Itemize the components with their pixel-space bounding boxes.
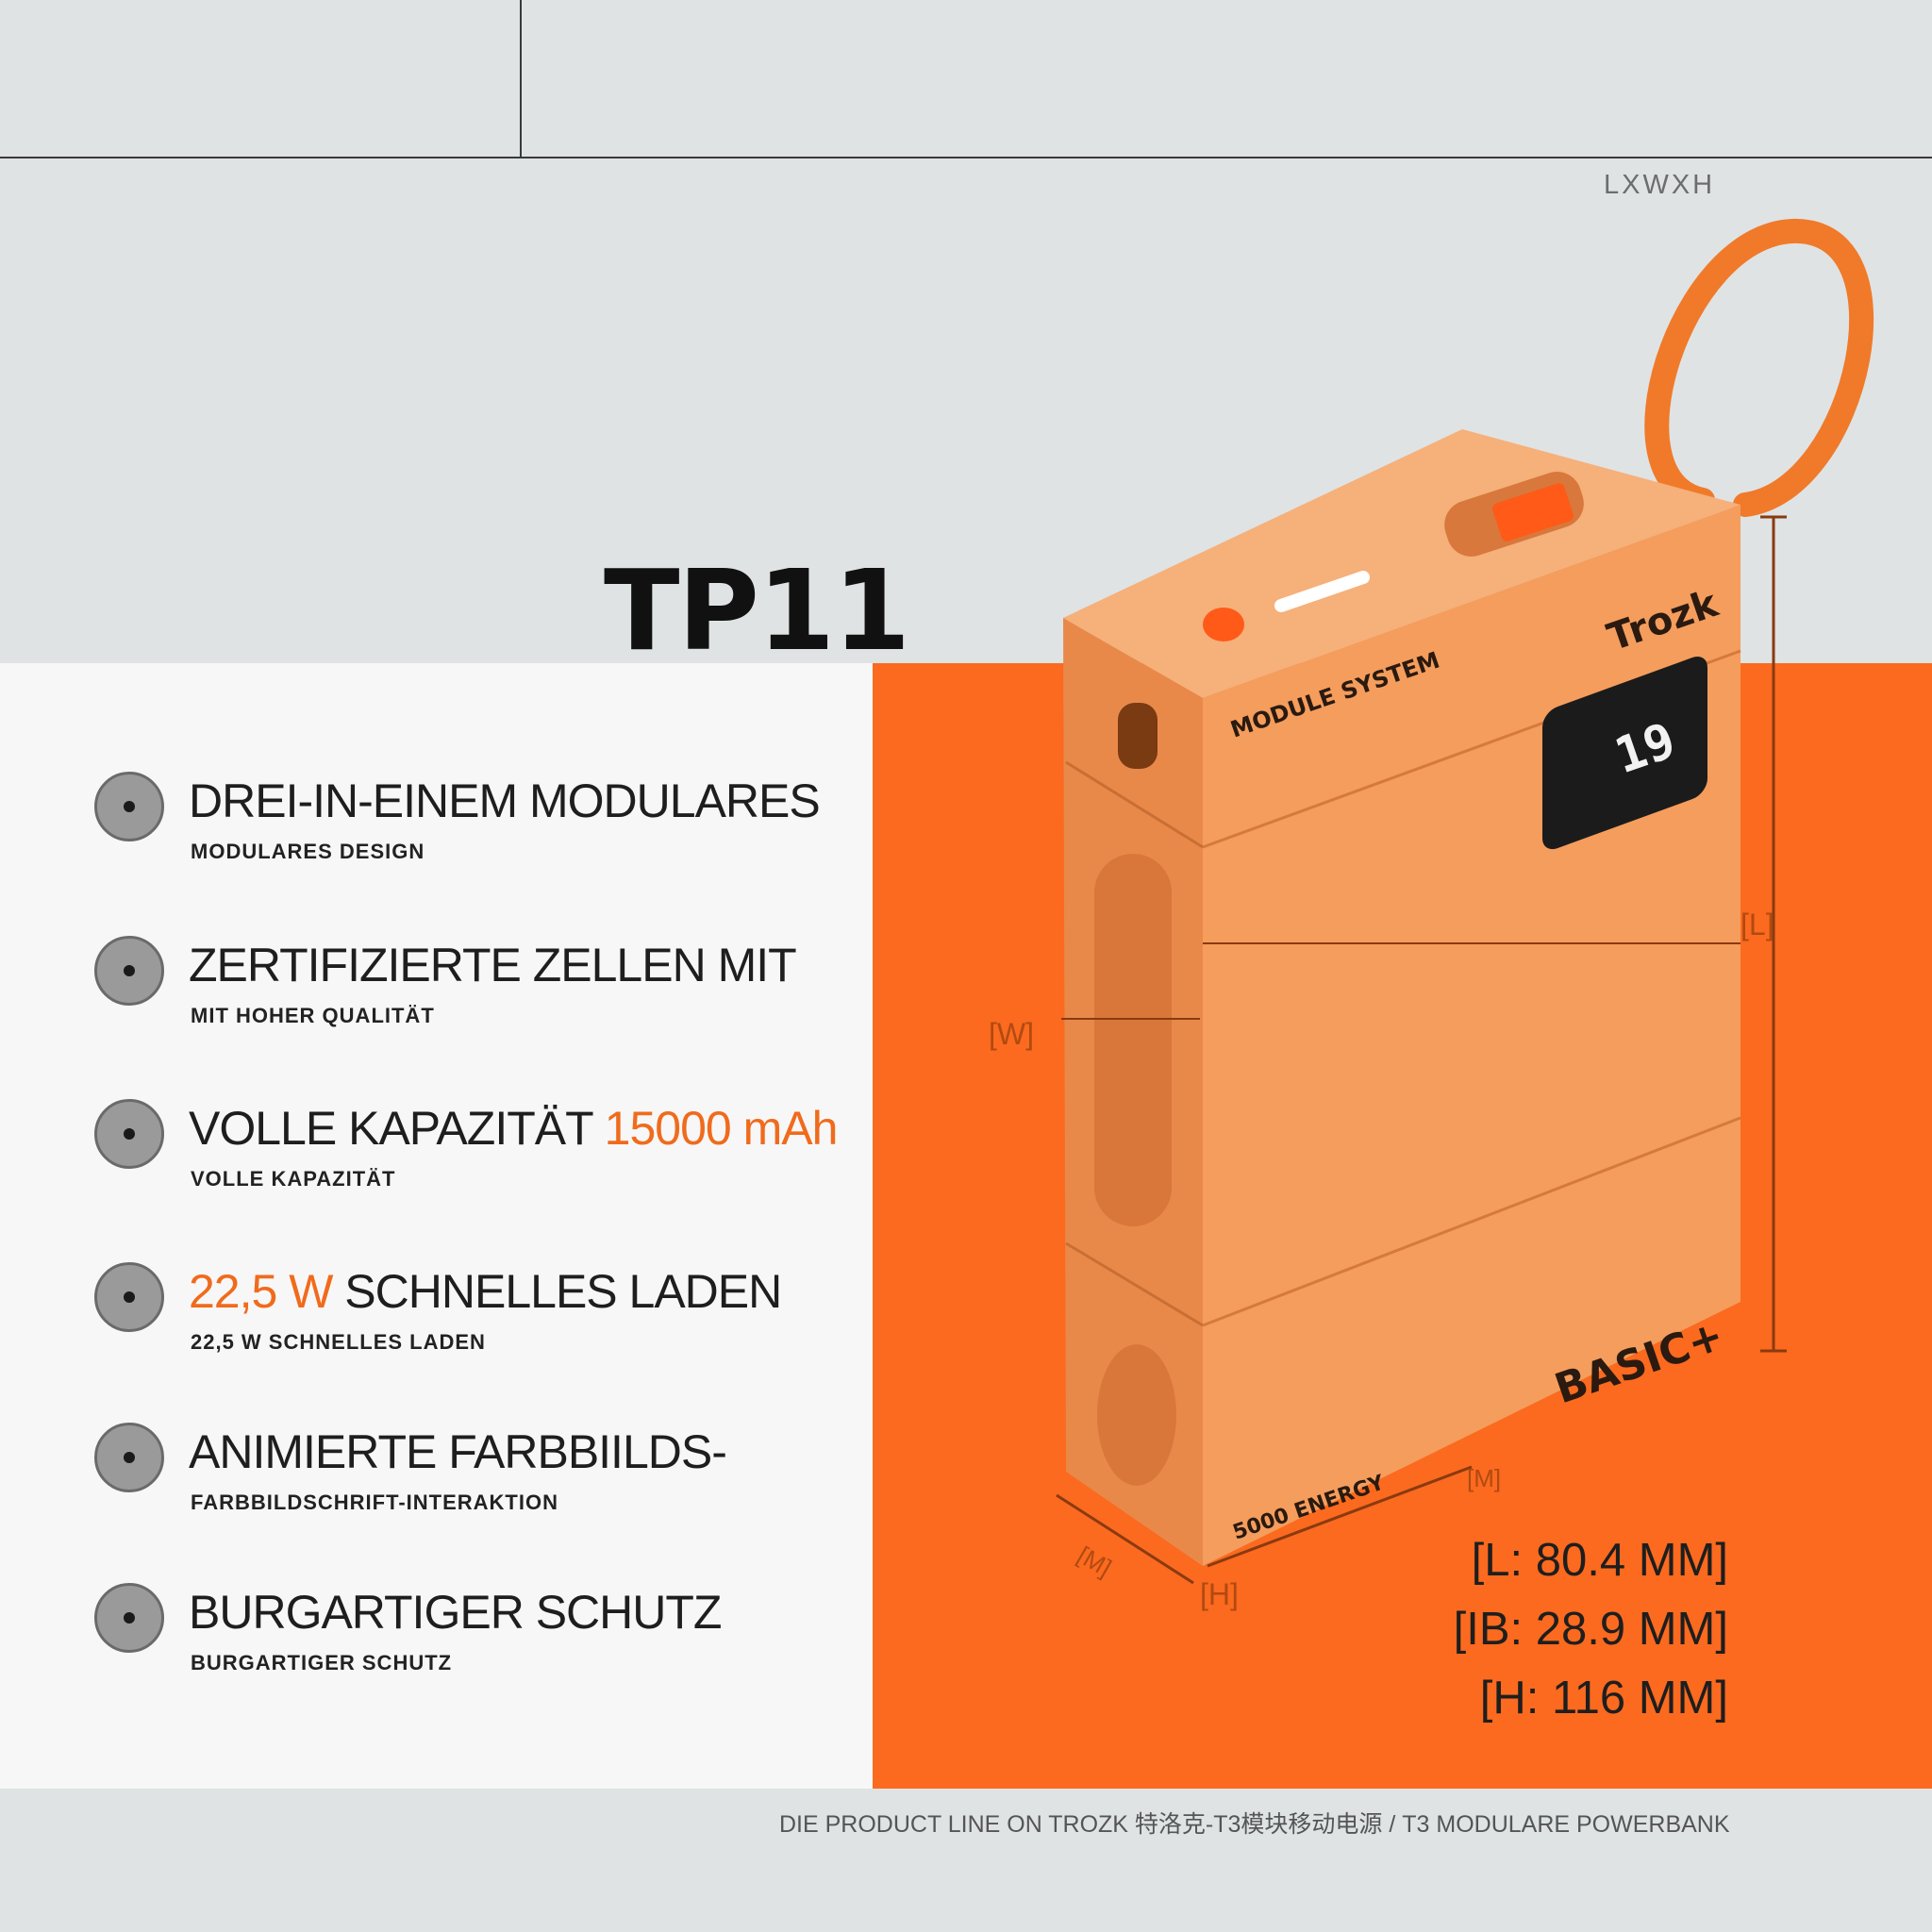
side-grip <box>1094 854 1172 1226</box>
lanyard-loop <box>1644 218 1874 517</box>
indicator-light <box>1274 571 1370 612</box>
bullet-icon <box>94 1099 164 1169</box>
feature-subtitle: 22,5 W SCHNELLES LADEN <box>191 1330 486 1354</box>
dimension-width: [IB: 28.9 MM] <box>1453 1604 1728 1655</box>
top-divider-line <box>0 157 1932 158</box>
feature-title: 22,5 W SCHNELLES LADEN <box>189 1265 782 1318</box>
dim-label-width: [W] <box>989 1017 1034 1051</box>
dim-label-m-right: [M] <box>1467 1464 1502 1492</box>
model-title: TP11 <box>604 545 910 675</box>
side-grip-round <box>1097 1344 1176 1486</box>
top-vertical-line <box>520 0 522 158</box>
feature-title: DREI-IN-EINEM MODULARES <box>189 774 821 827</box>
feature-subtitle: FARBBILDSCHRIFT-INTERAKTION <box>191 1491 558 1514</box>
dimension-hint: LXWXH <box>1604 170 1716 200</box>
feature-title: VOLLE KAPAZITÄT 15000 mAh <box>189 1102 838 1155</box>
feature-subtitle: VOLLE KAPAZITÄT <box>191 1167 396 1191</box>
feature-title: ZERTIFIZIERTE ZELLEN MIT <box>189 939 797 991</box>
power-button <box>1203 608 1244 641</box>
feature-subtitle: BURGARTIGER SCHUTZ <box>191 1651 453 1674</box>
bullet-icon <box>94 1583 164 1653</box>
footer-caption: DIE PRODUCT LINE ON TROZK 特洛克-T3模块移动电源 /… <box>779 1811 1730 1838</box>
feature-title: ANIMIERTE FARBBIILDS- <box>189 1425 727 1478</box>
usb-c-port <box>1118 703 1158 769</box>
feature-subtitle: MIT HOHER QUALITÄT <box>191 1004 435 1027</box>
dim-label-length: [L] <box>1740 908 1774 941</box>
top-connector <box>1492 483 1574 541</box>
feature-subtitle: MODULARES DESIGN <box>191 840 425 863</box>
dimension-height: [H: 116 MM] <box>1479 1673 1728 1724</box>
bullet-icon <box>94 936 164 1006</box>
bullet-icon <box>94 1262 164 1332</box>
dimension-length: [L: 80.4 MM] <box>1471 1535 1728 1586</box>
feature-title: BURGARTIGER SCHUTZ <box>189 1586 722 1639</box>
device-display <box>1542 657 1707 850</box>
bullet-icon <box>94 1423 164 1492</box>
dim-label-height: [H] <box>1200 1577 1239 1611</box>
dimension-specs: [L: 80.4 MM] [IB: 28.9 MM] [H: 116 MM] <box>1454 1526 1728 1733</box>
bullet-icon <box>94 772 164 841</box>
